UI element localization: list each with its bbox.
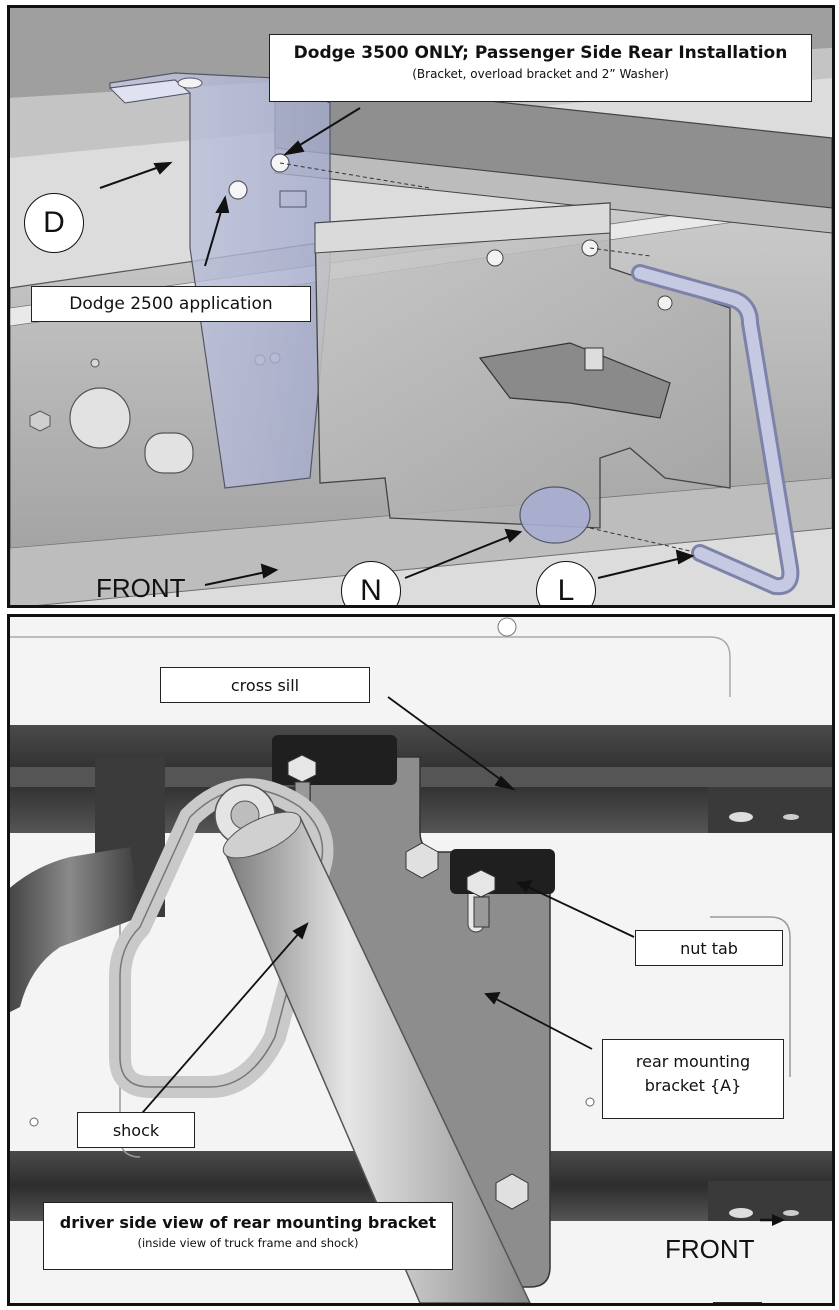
part-label-n: N <box>341 561 401 605</box>
bottom-diagram-panel: cross sill nut tab rear mounting bracket… <box>7 614 835 1306</box>
bottom-caption-subtitle: (inside view of truck frame and shock) <box>137 1236 359 1250</box>
bottom-caption-title: driver side view of rear mounting bracke… <box>59 1213 437 1232</box>
bottom-front-label: FRONT <box>665 1234 755 1264</box>
bottom-illustration <box>10 617 832 1303</box>
shock-label: shock <box>112 1121 160 1140</box>
dodge-2500-label: Dodge 2500 application <box>69 294 273 314</box>
top-subtitle: (Bracket, overload bracket and 2” Washer… <box>412 67 669 81</box>
top-diagram-panel: Dodge 3500 ONLY; Passenger Side Rear Ins… <box>7 5 835 608</box>
bottom-caption-callout: driver side view of rear mounting bracke… <box>43 1202 453 1270</box>
cross-sill-callout: cross sill <box>160 667 370 703</box>
bottom-leader-arrows <box>129 696 762 1303</box>
nut-tab-callout: nut tab <box>635 930 783 966</box>
top-illustration <box>10 8 832 605</box>
part-label-d: D <box>24 193 84 253</box>
washer-n <box>519 486 591 544</box>
exhaust-tube <box>10 847 140 1012</box>
shock-callout: shock <box>77 1112 195 1148</box>
dodge-2500-callout: Dodge 2500 application <box>31 286 311 322</box>
rear-bracket-label: rear mounting bracket {A} <box>635 1052 751 1095</box>
leader-arrows <box>99 107 695 586</box>
top-title-callout: Dodge 3500 ONLY; Passenger Side Rear Ins… <box>269 34 812 102</box>
top-front-label: FRONT <box>96 573 186 603</box>
rear-bracket-callout: rear mounting bracket {A} <box>602 1039 784 1119</box>
cross-sill-label: cross sill <box>230 676 300 695</box>
top-title: Dodge 3500 ONLY; Passenger Side Rear Ins… <box>293 43 788 63</box>
nut-tab-upper <box>272 735 397 785</box>
frame-hole <box>69 387 131 449</box>
nut-tab-lower <box>450 849 555 894</box>
nut-tab-label: nut tab <box>680 939 738 958</box>
